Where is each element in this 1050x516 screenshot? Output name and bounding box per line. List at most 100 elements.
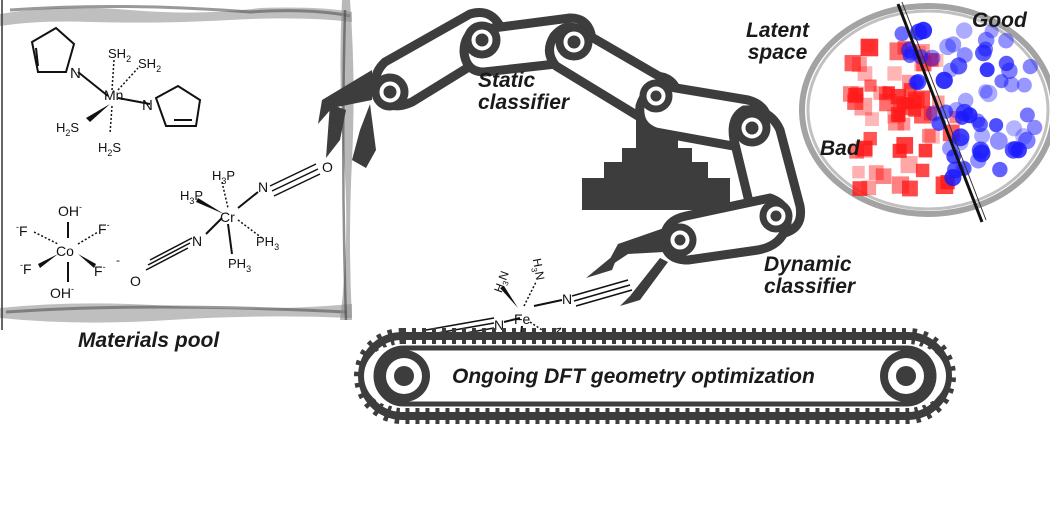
good-point: [950, 57, 968, 75]
good-point: [1005, 120, 1023, 137]
materials-pool-box: [0, 0, 354, 330]
good-point: [979, 62, 995, 78]
robot-arm: [318, 8, 806, 306]
latent-space-label: Latent space: [746, 19, 809, 65]
bad-point: [875, 168, 892, 184]
good-point: [894, 26, 910, 42]
good-point: [955, 22, 973, 39]
bad-point: [924, 52, 939, 67]
bad-point: [864, 79, 877, 92]
svg-text:O: O: [130, 273, 141, 289]
good-point: [948, 101, 965, 119]
good-point: [984, 24, 999, 39]
cr-complex: Cr H3P H3P PH3 PH3 N O N O: [130, 159, 333, 289]
good-point: [945, 36, 962, 53]
static-classifier-label: Static classifier: [478, 69, 570, 115]
bad-point: [896, 137, 914, 154]
conveyor-label: Ongoing DFT geometry optimization: [452, 365, 815, 388]
bad-point: [887, 66, 902, 81]
good-point: [992, 161, 1008, 178]
bad-point: [922, 129, 936, 143]
svg-text:N: N: [562, 291, 572, 307]
svg-text:Mn: Mn: [104, 87, 123, 103]
decision-boundary: [896, 3, 984, 223]
good-point: [998, 32, 1014, 49]
bad-point: [865, 112, 879, 127]
svg-text:N: N: [192, 233, 202, 249]
good-point: [1004, 141, 1023, 159]
good-point: [971, 141, 990, 160]
good-point: [978, 41, 994, 57]
good-point: [923, 49, 941, 67]
good-point: [980, 84, 998, 103]
latent-space-line1: Latent: [746, 19, 809, 42]
svg-text:H3N: H3N: [491, 269, 513, 295]
static-classifier-line1: Static: [478, 69, 536, 92]
good-point: [1018, 131, 1036, 150]
bad-point: [915, 163, 930, 178]
conveyor-wheel-right: [880, 350, 932, 402]
good-point: [1019, 107, 1035, 123]
materials-pool-label: Materials pool: [78, 329, 220, 352]
conveyor-wheel-left: [378, 350, 430, 402]
good-point: [939, 38, 956, 56]
bad-point: [860, 38, 879, 57]
svg-text:-F: -F: [16, 222, 28, 239]
bad-point: [930, 54, 944, 67]
bad-point: [896, 97, 914, 116]
good-point: [1022, 59, 1038, 75]
svg-text:N: N: [494, 317, 504, 333]
svg-text:OH-: OH-: [50, 284, 74, 301]
good-point: [998, 55, 1015, 72]
bad-point: [848, 87, 864, 103]
good-point: [994, 74, 1009, 89]
svg-text:SH2: SH2: [138, 56, 161, 74]
good-point: [1003, 76, 1020, 93]
latent-space-line2: space: [747, 41, 808, 65]
good-point: [955, 110, 970, 125]
good-point: [935, 71, 953, 90]
good-point: [942, 62, 958, 78]
good-point: [989, 132, 1008, 150]
bad-point: [918, 143, 933, 158]
good-point: [957, 92, 974, 109]
svg-text:N: N: [142, 97, 153, 114]
bad-point: [844, 55, 861, 72]
svg-text:Cr: Cr: [220, 209, 235, 225]
bad-point: [873, 85, 888, 100]
latent-space-plot: [799, 1, 1050, 223]
svg-text:Fe: Fe: [514, 311, 531, 327]
good-point: [989, 118, 1004, 133]
bad-point: [913, 90, 931, 107]
bad-label: Bad: [820, 137, 860, 160]
svg-text:OH-: OH-: [58, 202, 82, 219]
conveyor-belt: [354, 328, 956, 424]
good-point: [1026, 119, 1043, 136]
good-point: [951, 133, 969, 151]
svg-text:PH3: PH3: [228, 256, 251, 274]
svg-text:O: O: [322, 159, 333, 175]
dynamic-classifier-line2: classifier: [764, 275, 856, 299]
good-point: [910, 74, 927, 91]
good-label: Good: [972, 9, 1027, 32]
static-classifier-line2: classifier: [478, 91, 570, 115]
svg-text:N: N: [70, 65, 81, 82]
bad-point: [856, 140, 873, 157]
bad-point: [879, 93, 897, 112]
svg-text:PH3: PH3: [256, 234, 279, 252]
svg-text:H3N: H3N: [528, 257, 548, 281]
bad-point: [857, 66, 873, 81]
good-point: [972, 116, 988, 133]
bad-point: [900, 156, 918, 174]
bad-point: [852, 165, 865, 179]
svg-text:F-: F-: [94, 262, 106, 279]
bad-point: [852, 181, 868, 196]
bad-point: [887, 109, 902, 124]
good-point: [1015, 128, 1033, 145]
mn-complex: N N Mn SH2 SH2 H2S H2S: [30, 26, 202, 158]
bad-point: [851, 57, 867, 72]
svg-text:H2S: H2S: [98, 140, 121, 158]
svg-text:H3P: H3P: [212, 168, 235, 186]
good-points: [894, 21, 1043, 187]
